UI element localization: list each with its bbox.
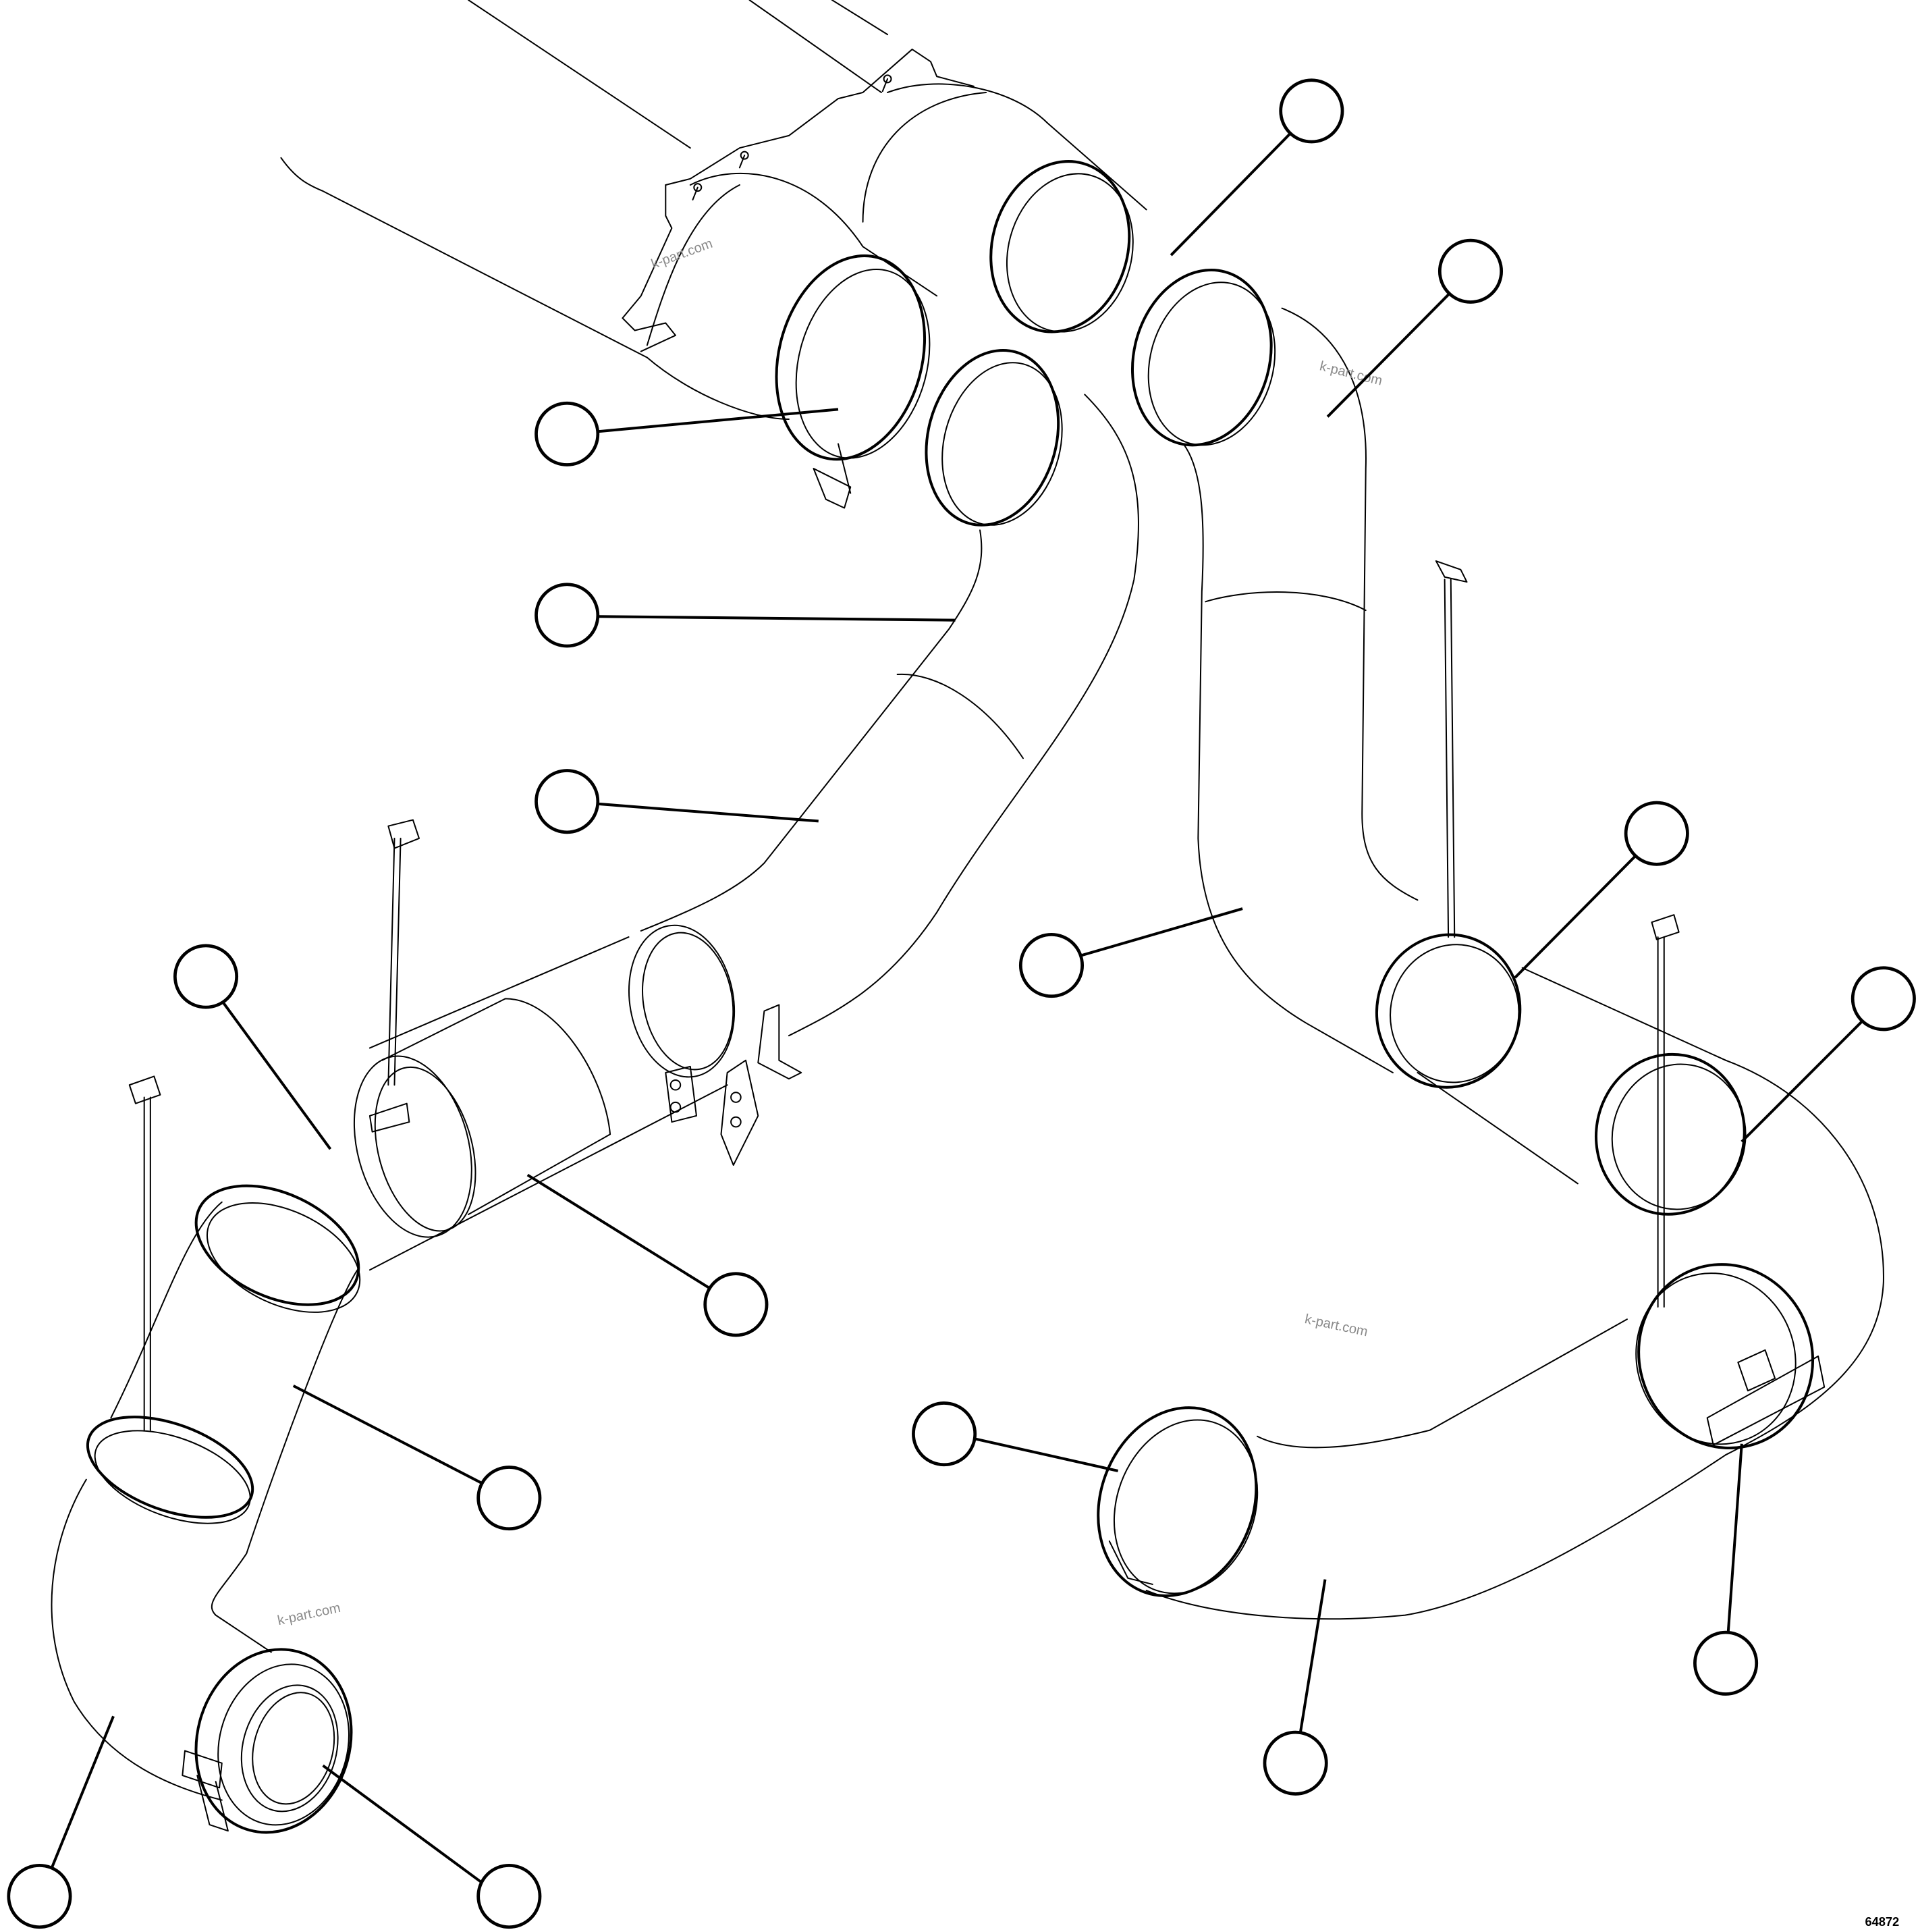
leader-16 bbox=[322, 1764, 483, 1884]
right-clamps-elbow bbox=[1375, 560, 1884, 1456]
leader-7 bbox=[1514, 855, 1637, 979]
callout-2[interactable] bbox=[1437, 238, 1504, 304]
leader-10 bbox=[526, 1173, 711, 1290]
callout-5[interactable] bbox=[535, 769, 600, 834]
leader-11 bbox=[292, 1385, 483, 1484]
callout-13[interactable] bbox=[1693, 1630, 1759, 1696]
callout-14[interactable] bbox=[1263, 1730, 1328, 1796]
callout-9[interactable] bbox=[173, 944, 239, 1009]
watermarks: k-part.com k-part.com k-part.com k-part.… bbox=[276, 236, 1383, 1628]
watermark-2: k-part.com bbox=[1318, 358, 1383, 388]
lower-right-elbow bbox=[1097, 1318, 1727, 1620]
callout-7[interactable] bbox=[1624, 801, 1689, 866]
left-elbow-pipe bbox=[628, 394, 1139, 1166]
leader-9 bbox=[221, 1001, 332, 1150]
callouts bbox=[7, 78, 1916, 1929]
callout-10[interactable] bbox=[703, 1272, 769, 1337]
callout-16[interactable] bbox=[476, 1863, 542, 1929]
leader-6 bbox=[1080, 907, 1243, 957]
leader-4 bbox=[597, 615, 956, 622]
left-lower-elbow bbox=[51, 1075, 361, 1834]
drawing-code: 64872 bbox=[1865, 1914, 1899, 1929]
callout-6[interactable] bbox=[1018, 933, 1085, 998]
leader-8 bbox=[1741, 1019, 1864, 1143]
watermark-1: k-part.com bbox=[649, 236, 715, 272]
right-vertical-pipe bbox=[1182, 307, 1727, 1185]
upper-main-pipes bbox=[280, 0, 1147, 420]
leader-3 bbox=[597, 408, 839, 433]
watermark-3: k-part.com bbox=[1303, 1312, 1369, 1339]
watermark-4: k-part.com bbox=[276, 1601, 341, 1628]
leader-14 bbox=[1298, 1579, 1327, 1733]
callout-15[interactable] bbox=[7, 1863, 72, 1929]
left-horizontal-section bbox=[353, 819, 728, 1271]
callout-3[interactable] bbox=[535, 401, 600, 466]
leader-12 bbox=[975, 1437, 1119, 1472]
leader-15 bbox=[50, 1715, 115, 1869]
callout-1[interactable] bbox=[1279, 78, 1344, 144]
callout-8[interactable] bbox=[1851, 966, 1916, 1031]
leader-2 bbox=[1326, 292, 1451, 418]
callout-12[interactable] bbox=[912, 1401, 977, 1467]
callout-leaders bbox=[50, 132, 1864, 1884]
callout-4[interactable] bbox=[535, 583, 600, 648]
leader-1 bbox=[1170, 132, 1292, 257]
callout-11[interactable] bbox=[476, 1466, 542, 1531]
upper-clamps bbox=[775, 160, 1276, 527]
leader-5 bbox=[597, 802, 819, 823]
leader-13 bbox=[1726, 1443, 1743, 1633]
